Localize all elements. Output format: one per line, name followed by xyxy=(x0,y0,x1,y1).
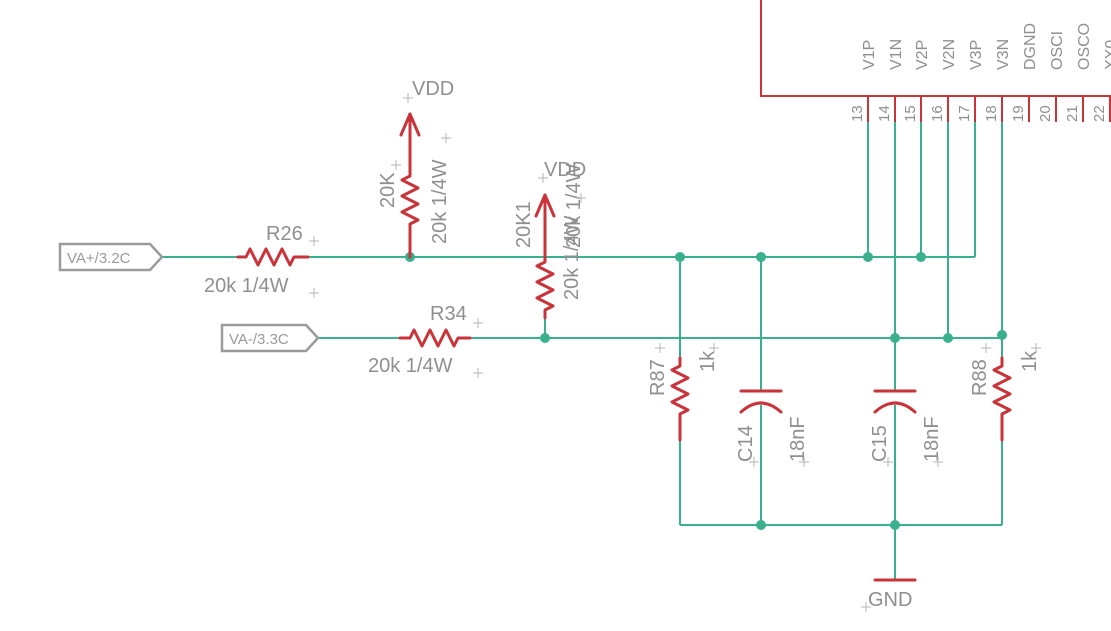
origin-cross xyxy=(861,602,871,612)
ic-pin-label: V3P xyxy=(968,40,985,70)
capacitor-c15-name: C15 xyxy=(869,425,891,462)
ic-pin-number: 20 xyxy=(1037,105,1054,122)
resistor-vdd-mid-value: 20k 1/4W xyxy=(563,163,585,248)
ic-pin-number: 21 xyxy=(1064,105,1081,122)
origin-cross xyxy=(749,457,759,467)
capacitor-c14-plate-bottom xyxy=(739,401,783,414)
junction-dot xyxy=(890,520,900,530)
ic-pin-number: 13 xyxy=(849,105,866,122)
port-va-plus-label: VA+/3.2C xyxy=(67,250,131,267)
ic-pin-number: 14 xyxy=(876,105,893,122)
ic-pin-number: 22 xyxy=(1091,105,1108,122)
origin-cross xyxy=(403,93,413,103)
ic-pin-label: XX0 xyxy=(1103,40,1111,70)
junction-dot xyxy=(675,252,685,262)
origin-cross xyxy=(709,343,719,353)
resistor-r88-value: 1k xyxy=(1019,350,1041,372)
ic-pin-number: 17 xyxy=(956,105,973,122)
junction-dot xyxy=(943,333,953,343)
resistor-r34-name: R34 xyxy=(430,303,467,325)
resistor-r88-name: R88 xyxy=(969,359,991,396)
origin-cross xyxy=(883,457,893,467)
resistor-r87-name: R87 xyxy=(647,359,669,396)
resistor-vdd-top-name: 20K xyxy=(377,172,399,208)
junction-dot xyxy=(863,252,873,262)
resistor-r26[interactable]: R26 20k 1/4W xyxy=(204,223,310,297)
origin-cross xyxy=(391,160,401,170)
resistor-r26-value: 20k 1/4W xyxy=(204,275,289,297)
junction-dot xyxy=(890,333,900,343)
origin-cross xyxy=(441,133,451,143)
resistor-r88[interactable]: R88 1k xyxy=(969,350,1041,442)
resistor-vdd-top[interactable]: 20K 20k 1/4W xyxy=(377,135,451,259)
origin-cross xyxy=(473,318,483,328)
resistor-vdd-mid-value-lower: 20k 1/4W xyxy=(561,215,583,300)
origin-cross xyxy=(309,288,319,298)
vdd-symbol-mid: VDD xyxy=(534,159,586,220)
resistor-r34[interactable]: R34 20k 1/4W xyxy=(368,303,472,377)
origin-cross xyxy=(933,457,943,467)
ic-pin-number: 19 xyxy=(1010,105,1027,122)
capacitor-c15-plate-bottom xyxy=(873,401,917,414)
gnd-symbol: GND xyxy=(868,578,917,611)
junction-dot xyxy=(997,330,1007,340)
origin-cross xyxy=(576,193,586,203)
ic-pin-number: 15 xyxy=(902,105,919,122)
origin-cross xyxy=(981,343,991,353)
junction-dot xyxy=(540,333,550,343)
resistor-r87-value: 1k xyxy=(697,350,719,372)
ic-pin-label: V1N xyxy=(888,39,905,70)
resistor-r87[interactable]: R87 1k xyxy=(647,350,719,442)
capacitor-c15-value: 18nF xyxy=(921,416,943,462)
junction-dot xyxy=(916,252,926,262)
port-va-minus[interactable]: VA-/3.3C xyxy=(220,323,320,353)
ic-pin-label: DGND xyxy=(1022,23,1039,70)
vdd-top-label: VDD xyxy=(412,78,454,100)
port-va-minus-label: VA-/3.3C xyxy=(229,331,289,348)
ic-body[interactable] xyxy=(760,0,1111,97)
capacitor-c14-value: 18nF xyxy=(787,416,809,462)
capacitor-c14-name: C14 xyxy=(735,425,757,462)
origin-cross xyxy=(309,236,319,246)
capacitor-c14[interactable]: C14 18nF xyxy=(735,389,809,462)
vdd-symbol-top: VDD xyxy=(399,78,454,139)
ic-pin-number: 18 xyxy=(983,105,1000,122)
junction-dot xyxy=(756,520,766,530)
resistor-vdd-mid-name: 20K1 xyxy=(513,201,535,248)
origin-cross xyxy=(538,173,548,183)
vdd-mid-label: VDD xyxy=(544,159,586,181)
junction-group xyxy=(405,252,1007,530)
resistor-r26-name: R26 xyxy=(266,223,303,245)
junction-dot xyxy=(756,252,766,262)
origin-cross xyxy=(473,368,483,378)
capacitor-c15[interactable]: C15 18nF xyxy=(869,389,943,462)
ic-pin-group: V1P V1N V2P V2N V3P V3N DGND OSCI OSCO X… xyxy=(849,23,1111,122)
ic-pin-label: V1P xyxy=(861,40,878,70)
resistor-vdd-mid[interactable]: 20K1 20k 1/4W 20k 1/4W xyxy=(513,163,585,320)
resistor-r34-value: 20k 1/4W xyxy=(368,355,453,377)
ic-pin-label: V3N xyxy=(995,39,1012,70)
origin-cross xyxy=(655,343,665,353)
ic-pin-number: 16 xyxy=(929,105,946,122)
ic-pin-label: V2P xyxy=(914,40,931,70)
gnd-label: GND xyxy=(868,589,912,611)
ic-pin-label: V2N xyxy=(941,39,958,70)
origin-cross xyxy=(799,457,809,467)
origin-cross xyxy=(1031,343,1041,353)
resistor-vdd-top-value: 20k 1/4W xyxy=(429,159,451,244)
ic-pin-label: OSCO xyxy=(1076,23,1093,70)
origin-markers xyxy=(309,93,1041,612)
ic-pin-label: OSCI xyxy=(1049,31,1066,70)
port-va-plus[interactable]: VA+/3.2C xyxy=(58,242,164,272)
